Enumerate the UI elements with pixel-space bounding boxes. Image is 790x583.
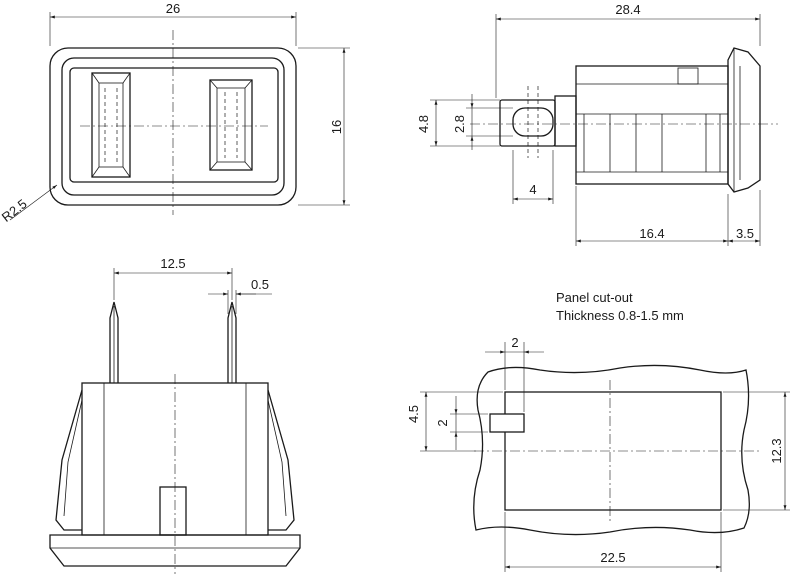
dim-side-overall: 28.4 (615, 2, 640, 17)
cutout-title: Panel cut-out (556, 290, 633, 305)
dim-cutout-notch-offset: 4.5 (406, 405, 421, 423)
dim-side-pin-inner: 2.8 (452, 115, 467, 133)
dim-bottom-pin-spacing: 12.5 (160, 256, 185, 271)
dim-cutout-width: 22.5 (600, 550, 625, 565)
dim-front-radius: R2.5 (0, 196, 30, 225)
dim-front-width: 26 (166, 1, 180, 16)
right-socket-slot (209, 79, 253, 171)
front-view: 26 16 R2.5 (0, 1, 350, 225)
dim-bottom-pin-thickness: 0.5 (251, 277, 269, 292)
dim-side-pin-width: 4 (529, 182, 536, 197)
cutout-view: Panel cut-out Thickness 0.8-1.5 mm 2 4.5… (406, 290, 790, 572)
cutout-thickness: Thickness 0.8-1.5 mm (556, 308, 684, 323)
left-socket-slot (91, 72, 131, 178)
dim-side-flange: 3.5 (736, 226, 754, 241)
dim-cutout-notch-height: 2 (435, 419, 450, 426)
bottom-view: 12.5 0.5 (49, 256, 301, 574)
dim-cutout-height: 12.3 (769, 438, 784, 463)
dim-side-body: 16.4 (639, 226, 664, 241)
dim-cutout-notch-width: 2 (511, 335, 518, 350)
dim-front-height: 16 (329, 120, 344, 134)
dim-side-pin-outer: 4.8 (416, 115, 431, 133)
side-view: 28.4 4.8 2.8 4 16.4 3.5 (416, 2, 778, 246)
